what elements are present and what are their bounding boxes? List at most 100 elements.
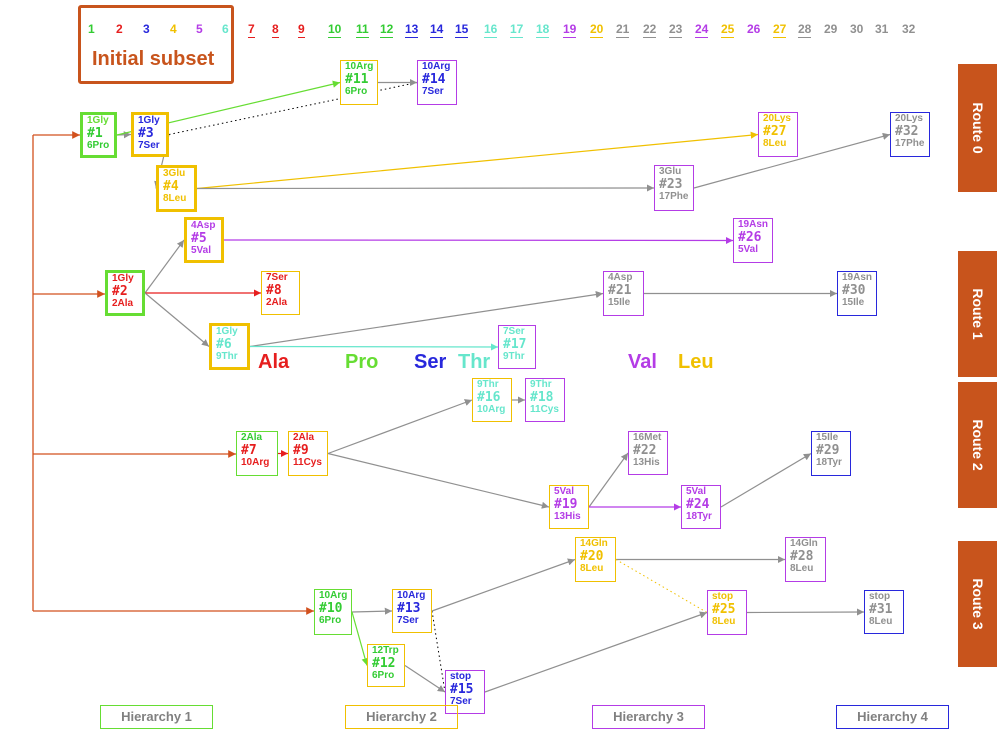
node-1-substitution-label: 6Pro [87, 140, 110, 151]
route-label-2: Route 2 [958, 382, 997, 508]
node-18-substitution-label: 11Cys [530, 404, 559, 415]
node-8-id-label: #8 [266, 283, 282, 298]
node-32-residue-label: 20Lys [895, 113, 923, 124]
node-24-residue-label: 5Val [686, 486, 707, 497]
node-20-residue-label: 14Gln [580, 538, 608, 549]
node-25-substitution-label: 8Leu [712, 616, 736, 627]
route-label-0: Route 0 [958, 64, 997, 192]
node-31-substitution-label: 8Leu [869, 616, 893, 627]
node-3-substitution-label: 7Ser [138, 140, 160, 151]
node-19-id-label: #19 [554, 497, 578, 512]
route-label-1: Route 1 [958, 251, 997, 377]
node-30-id-label: #30 [842, 283, 866, 298]
node-27-residue-label: 20Lys [763, 113, 791, 124]
initial-subset-label: Initial subset [92, 48, 215, 70]
amino-acid-label-ala: Ala [258, 351, 290, 373]
node-7-id-label: #7 [241, 443, 257, 458]
node-29-residue-label: 15Ile [816, 432, 839, 443]
node-2-residue-label: 1Gly [112, 273, 134, 284]
node-5-residue-label: 4Asp [191, 220, 216, 231]
node-6-id-label: #6 [216, 337, 232, 352]
node-number-15: 15 [455, 22, 469, 38]
node-25-id-label: #25 [712, 602, 736, 617]
node-4-substitution-label: 8Leu [163, 193, 187, 204]
node-22-residue-label: 16Met [633, 432, 662, 443]
edge-15-to-25 [484, 611, 708, 693]
node-11-residue-label: 10Arg [345, 61, 374, 72]
node-11-id-label: #11 [345, 72, 369, 87]
hierarchy-legend-2: Hierarchy 2 [345, 705, 458, 729]
node-9-residue-label: 2Ala [293, 432, 315, 443]
node-10-residue-label: 10Arg [319, 590, 348, 601]
node-12-residue-label: 12Trp [372, 645, 399, 656]
node-3-id-label: #3 [138, 126, 154, 141]
node-15-substitution-label: 7Ser [450, 696, 472, 707]
node-1-residue-label: 1Gly [87, 115, 109, 126]
node-1-id-label: #1 [87, 126, 103, 141]
node-16-residue-label: 9Thr [477, 379, 499, 390]
node-number-8: 8 [272, 22, 279, 38]
node-7-substitution-label: 10Arg [241, 457, 270, 468]
node-19-substitution-label: 13His [554, 511, 581, 522]
node-6-residue-label: 1Gly [216, 326, 238, 337]
node-number-11: 11 [356, 22, 369, 38]
node-30-substitution-label: 15Ile [842, 297, 865, 308]
edge-13-to-20 [431, 558, 576, 612]
amino-acid-label-pro: Pro [345, 351, 379, 373]
node-20-id-label: #20 [580, 549, 604, 564]
node-number-21: 21 [616, 22, 630, 38]
edge-4-to-23 [196, 184, 655, 192]
node-number-31: 31 [875, 22, 889, 36]
amino-acid-label-thr: Thr [458, 351, 491, 373]
edge-25-to-31 [746, 608, 865, 616]
node-14-substitution-label: 7Ser [422, 86, 444, 97]
node-8-residue-label: 7Ser [266, 272, 288, 283]
node-26-id-label: #26 [738, 230, 762, 245]
edge-9-to-16 [327, 399, 473, 455]
node-number-19: 19 [563, 22, 577, 38]
amino-acid-label-leu: Leu [678, 351, 714, 373]
node-number-28: 28 [798, 22, 812, 38]
node-number-16: 16 [484, 22, 498, 38]
node-28-id-label: #28 [790, 549, 814, 564]
node-number-14: 14 [430, 22, 444, 38]
node-number-25: 25 [721, 22, 735, 38]
node-number-23: 23 [669, 22, 683, 38]
node-26-substitution-label: 5Val [738, 244, 759, 255]
node-number-9: 9 [298, 22, 305, 38]
node-10-id-label: #10 [319, 601, 343, 616]
node-11-substitution-label: 6Pro [345, 86, 368, 97]
node-number-10: 10 [328, 22, 342, 38]
route-label-text-3: Route 3 [969, 578, 986, 630]
node-19-residue-label: 5Val [554, 486, 575, 497]
route-label-text-0: Route 0 [969, 102, 986, 154]
edge-10-to-12 [351, 611, 369, 666]
node-number-17: 17 [510, 22, 524, 38]
node-number-3: 3 [143, 22, 150, 36]
node-15-id-label: #15 [450, 682, 474, 697]
node-26-residue-label: 19Asn [738, 219, 769, 230]
node-5-id-label: #5 [191, 231, 207, 246]
node-13-residue-label: 10Arg [397, 590, 426, 601]
node-8-substitution-label: 2Ala [266, 297, 288, 308]
